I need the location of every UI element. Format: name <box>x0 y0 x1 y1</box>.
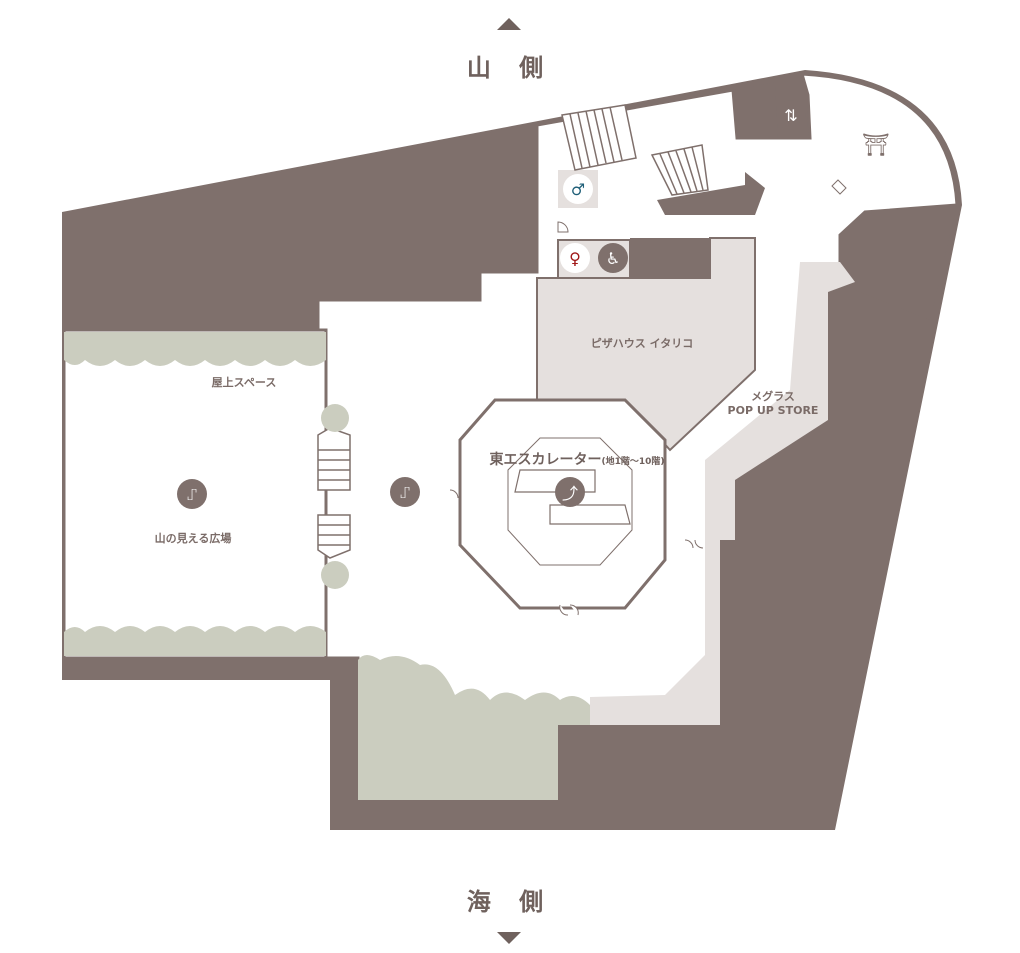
east-escalator-label[interactable]: 東エスカレーター(地1階〜10階) <box>489 453 664 469</box>
shrine-torii-icon: ⛩ <box>862 132 890 158</box>
greenery <box>64 332 590 800</box>
bench-icon: ⑀ <box>177 479 207 509</box>
escalator-floors: (地1階〜10階) <box>601 457 665 467</box>
elevator-icon: ⇅ <box>776 100 806 130</box>
shop-megras-area <box>590 262 855 725</box>
mens-restroom-icon: ♂ <box>563 174 593 204</box>
north-arrow-icon <box>497 18 521 30</box>
doors <box>449 179 847 616</box>
elevator-core-wall <box>733 82 778 138</box>
escalator-icon: ⤴ <box>555 477 585 507</box>
escalator-inner <box>507 437 633 566</box>
shrine-wall <box>840 205 957 320</box>
pizza-shop-label[interactable]: ピザハウス イタリコ <box>590 337 694 350</box>
popup-store-name: POP UP STORE <box>727 404 819 417</box>
escalator-name: 東エスカレーター <box>489 452 602 468</box>
south-direction-label: 海 側 <box>466 888 554 916</box>
rooftop-space-label: 屋上スペース <box>211 376 277 389</box>
bench-icon: ⑀ <box>390 477 420 507</box>
restroom-wall-block <box>630 238 710 278</box>
north-direction-label: 山 側 <box>466 54 554 82</box>
escalator-steps <box>514 469 631 525</box>
mountain-plaza-label: 山の見える広場 <box>154 532 232 545</box>
megras-popup-label[interactable]: メグラス POP UP STORE <box>728 390 819 418</box>
south-arrow-icon <box>497 932 521 944</box>
womens-restroom-icon: ♀ <box>560 243 590 273</box>
staircase-upper <box>561 104 709 196</box>
megras-name: メグラス <box>751 390 795 403</box>
wheelchair-icon: ♿ <box>598 243 628 273</box>
staircase-left <box>317 427 351 559</box>
stair-wall-block <box>657 172 765 215</box>
